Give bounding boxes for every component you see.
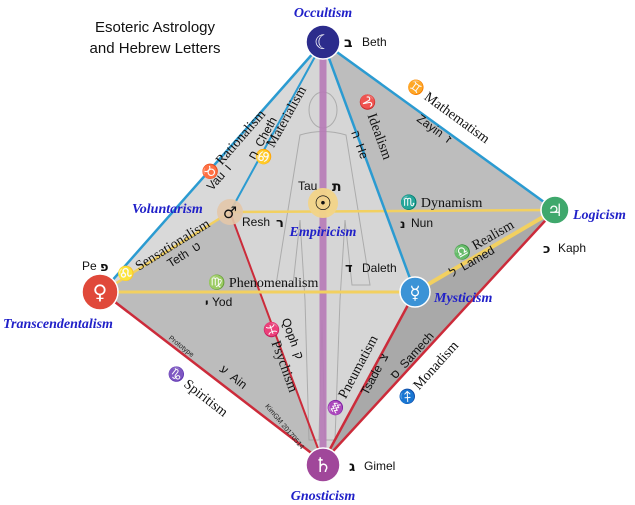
- face-bottom-left: [102, 212, 323, 462]
- dynamism-label: ♏ Dynamism: [400, 194, 482, 211]
- transcendentalism-label: Transcendentalism: [3, 317, 113, 332]
- beth-label: Beth: [362, 35, 387, 49]
- edge-pneumatism: [321, 291, 417, 463]
- edge-idealism: [321, 41, 417, 293]
- mysticism-label: Mysticism: [433, 291, 492, 306]
- tau-glyph: ת: [332, 179, 342, 195]
- phenomenalism-label: ♍ Phenomenalism: [208, 274, 318, 291]
- mysticism-node: [399, 276, 431, 308]
- logicism-label: Logicism: [572, 208, 626, 223]
- empiricism-label: Empiricism: [289, 225, 357, 240]
- beth-glyph: ב: [344, 35, 353, 51]
- face-front-right: [323, 42, 555, 292]
- saturn-icon: ♄: [314, 453, 332, 477]
- mercury-icon: ☿: [409, 283, 420, 304]
- moon-icon: ☾: [314, 30, 332, 54]
- qoph-glyph: ק: [291, 350, 307, 361]
- pe-glyph: פ: [100, 260, 109, 275]
- he-glyph: ה: [348, 128, 364, 140]
- jupiter-icon: ♃: [547, 201, 562, 221]
- voluntarism-node: [217, 199, 243, 225]
- daleth-glyph: ד: [345, 261, 353, 276]
- kaph-label: Kaph: [558, 241, 586, 255]
- he-name: He: [353, 142, 372, 162]
- vau-glyph: ו: [221, 161, 234, 173]
- resh-label: Resh: [242, 215, 270, 229]
- transcendentalism-node: [81, 273, 119, 311]
- he-label: ה He: [348, 128, 371, 161]
- occultism-node: [305, 24, 341, 60]
- kaph-glyph: כ: [543, 242, 550, 257]
- tau-label: Tau: [298, 179, 317, 193]
- logicism-node: [540, 195, 570, 225]
- gimel-label: Gimel: [364, 459, 395, 473]
- gnosticism-label: Gnosticism: [291, 489, 356, 504]
- yod-glyph: י: [205, 296, 209, 310]
- zayin-glyph: ז: [443, 132, 454, 146]
- yod-label: Yod: [212, 295, 232, 309]
- daleth-label: Daleth: [362, 261, 397, 275]
- edge-realism: [413, 208, 557, 294]
- gnosticism-node: [305, 447, 341, 483]
- occultism-label: Occultism: [294, 6, 352, 21]
- edge-monadism: [322, 209, 556, 463]
- edge-rationalism: [101, 41, 324, 293]
- nun-glyph: נ: [400, 217, 405, 231]
- nun-label: Nun: [411, 216, 433, 230]
- edge-dynamism: [229, 208, 556, 214]
- edge-mathematism: [322, 40, 556, 212]
- mars-icon: ♂: [223, 203, 237, 222]
- edge-materialism: [229, 41, 324, 213]
- pe-label: Pe: [82, 259, 97, 273]
- venus-icon: ♀: [93, 280, 108, 304]
- gimel-glyph: ג: [349, 459, 355, 475]
- edge-sensationalism: [101, 210, 231, 294]
- voluntarism-label: Voluntarism: [132, 202, 203, 217]
- edge-spiritism: [101, 291, 324, 463]
- title-line-1: Esoteric Astrology: [95, 19, 216, 36]
- edge-psychism: [229, 211, 324, 463]
- empiricism-node: [308, 188, 338, 218]
- resh-glyph: ר: [276, 216, 284, 231]
- sun-icon: ☉: [314, 191, 332, 215]
- title-line-2: and Hebrew Letters: [90, 40, 221, 57]
